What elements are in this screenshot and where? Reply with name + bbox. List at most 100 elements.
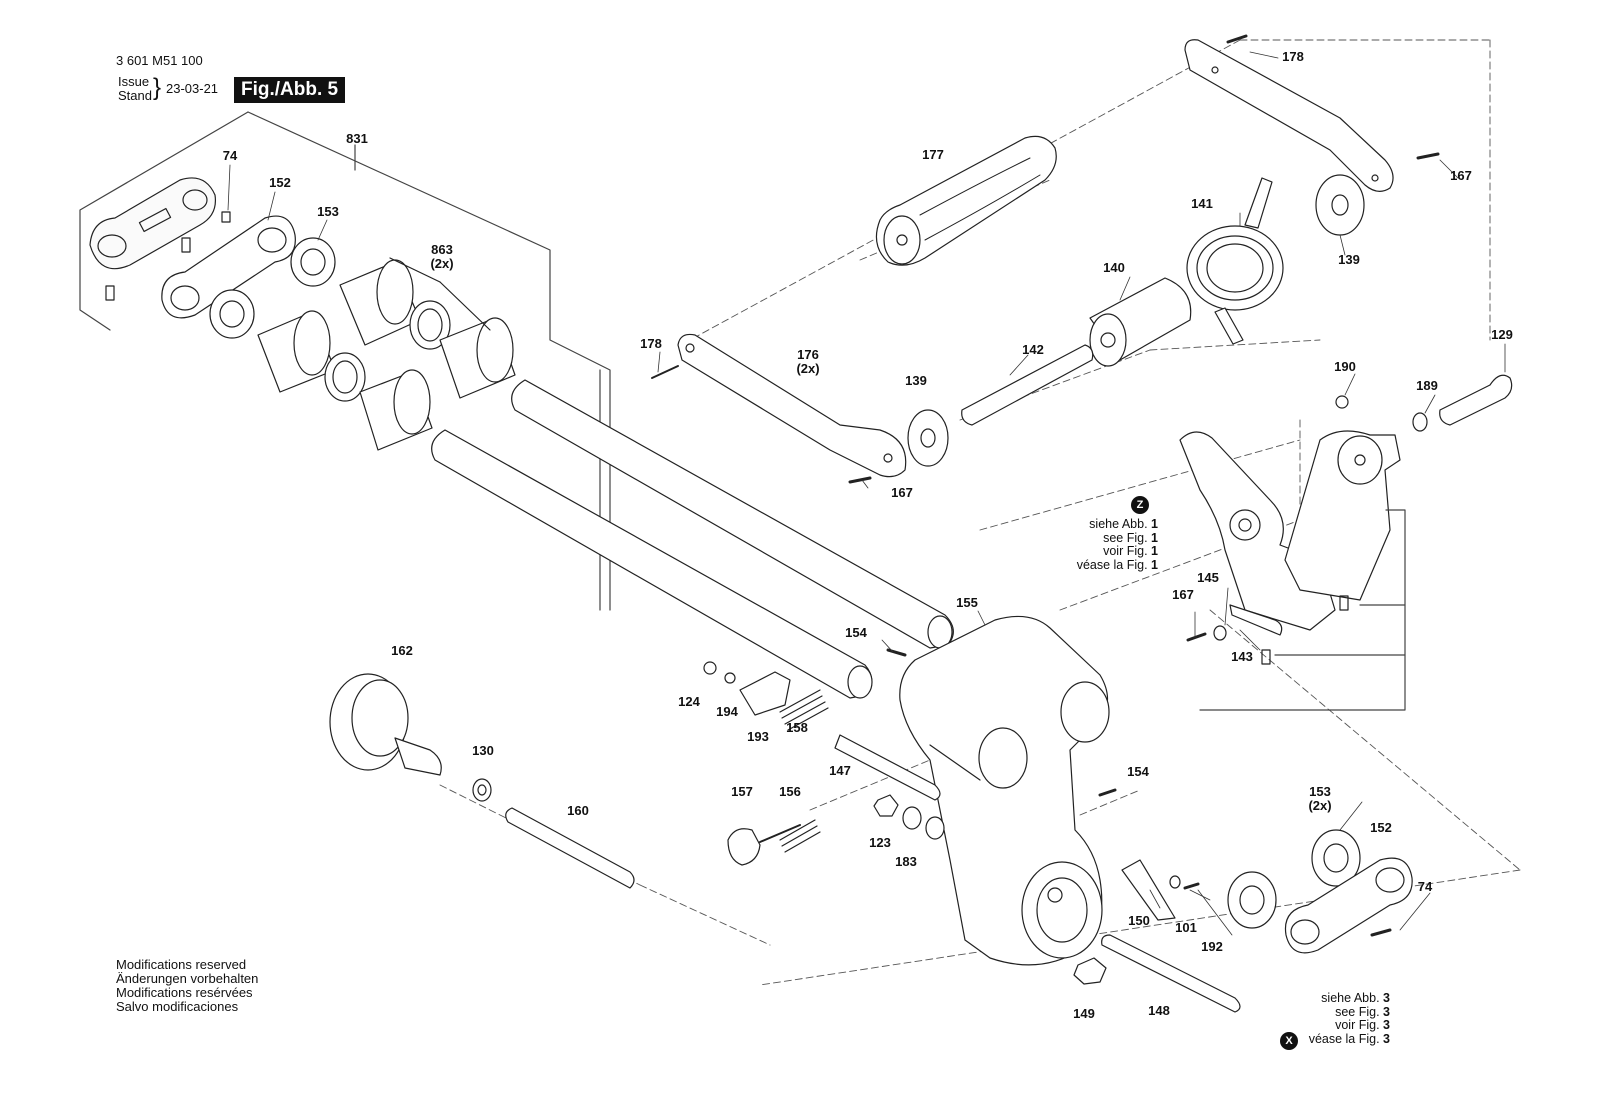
part-label-157: 157 — [731, 784, 753, 799]
part-label-156: 156 — [779, 784, 801, 799]
part-label-194: 194 — [716, 704, 738, 719]
washer-130 — [472, 778, 492, 802]
housing-155 — [899, 615, 1110, 966]
part-label-152: 152 — [269, 175, 291, 190]
ref-x-line-4: véase la Fig. 3 — [1308, 1031, 1390, 1046]
ref-z-line-2: see Fig. 1 — [1103, 530, 1158, 545]
washer-153a — [290, 237, 336, 287]
part-label-101: 101 — [1175, 920, 1197, 935]
part-label-139: 139 — [905, 373, 927, 388]
nut-124 — [703, 661, 717, 675]
washer-101 — [1169, 875, 1181, 889]
washer-139a — [907, 409, 949, 467]
knob-157 — [727, 828, 761, 866]
washer-139b — [1315, 174, 1365, 236]
part-labels: 83174152153863(2x)178176(2x)139167177178… — [223, 49, 1513, 1021]
washer-183b — [925, 816, 945, 840]
shaft-147 — [834, 734, 941, 801]
plate-178 — [1184, 39, 1394, 192]
ref-x-line-2: see Fig. 3 — [1335, 1004, 1390, 1019]
leader-lines — [227, 51, 1506, 936]
part-label-130: 130 — [472, 743, 494, 758]
part-label-863: 863 — [431, 242, 453, 257]
part-label-193: 193 — [747, 729, 769, 744]
part-number: 3 601 M51 100 — [116, 53, 203, 68]
screw-74b — [1370, 928, 1392, 937]
sleeve-193 — [739, 671, 791, 716]
part-label-153: 153 — [1309, 784, 1331, 799]
ref-z-line-3: voir Fig. 1 — [1103, 544, 1158, 558]
part-label-143: 143 — [1231, 649, 1253, 664]
part-label-189: 189 — [1416, 378, 1438, 393]
part-label-74: 74 — [1418, 879, 1433, 894]
rollers-863-lower — [257, 310, 433, 451]
note-es: Salvo modificaciones — [116, 999, 239, 1014]
washer-153c — [1311, 829, 1361, 887]
part-label-140: 140 — [1103, 260, 1125, 275]
brace: } — [153, 74, 162, 101]
part-label-154: 154 — [845, 625, 867, 640]
part-label-124: 124 — [678, 694, 700, 709]
part-label-139: 139 — [1338, 252, 1360, 267]
part-label-145: 145 — [1197, 570, 1219, 585]
part-label-153: 153 — [317, 204, 339, 219]
part-label-178: 178 — [640, 336, 662, 351]
rollers-863-upper — [339, 259, 516, 399]
modifications-notes: Modifications reserved Änderungen vorbeh… — [116, 958, 258, 1014]
clip-143 — [1229, 604, 1283, 636]
part-label-74: 74 — [223, 148, 238, 163]
guide-rods — [431, 379, 954, 699]
nut-123 — [873, 794, 899, 817]
part-152-plate — [161, 215, 296, 319]
part-qty-176: (2x) — [796, 361, 819, 376]
part-74-bracket — [89, 177, 231, 301]
note-de: Änderungen vorbehalten — [116, 971, 259, 986]
part-label-160: 160 — [567, 803, 589, 818]
part-label-141: 141 — [1191, 196, 1213, 211]
handle-177 — [875, 135, 1057, 266]
part-label-147: 147 — [829, 763, 851, 778]
part-label-167: 167 — [1450, 168, 1472, 183]
part-label-150: 150 — [1128, 913, 1150, 928]
spring-141 — [1186, 177, 1284, 345]
knob-162 — [329, 673, 442, 776]
part-qty-153: (2x) — [1308, 798, 1331, 813]
rod-148 — [1101, 934, 1241, 1013]
bracket-831 — [79, 111, 249, 331]
part-label-167: 167 — [1172, 587, 1194, 602]
ref-z-line-1: siehe Abb. 1 — [1089, 517, 1158, 531]
part-label-152: 152 — [1370, 820, 1392, 835]
callout-x-marker: X — [1280, 1032, 1298, 1050]
part-label-192: 192 — [1201, 939, 1223, 954]
part-label-123: 123 — [869, 835, 891, 850]
figure-label: Fig./Abb. 5 — [234, 77, 346, 103]
spring-158 — [779, 689, 829, 731]
part-label-158: 158 — [786, 720, 808, 735]
part-label-177: 177 — [922, 147, 944, 162]
note-fr: Modifications resérvées — [116, 985, 253, 1000]
callout-z-marker: Z — [1131, 496, 1149, 514]
washer-153d — [1227, 871, 1277, 929]
pin-129 — [1439, 374, 1513, 426]
part-label-148: 148 — [1148, 1003, 1170, 1018]
reference-x: siehe Abb. 3 see Fig. 3 voir Fig. 3 véas… — [1285, 991, 1390, 1046]
part-label-167: 167 — [891, 485, 913, 500]
issue-label-de: Stand — [118, 88, 152, 103]
pin-142 — [961, 344, 1094, 426]
part-label-162: 162 — [391, 643, 413, 658]
pivot-bracket — [1179, 430, 1401, 665]
part-label-183: 183 — [895, 854, 917, 869]
part-label-178: 178 — [1282, 49, 1304, 64]
spring-156 — [779, 819, 821, 853]
screw-192 — [1183, 882, 1200, 890]
washer-145 — [1213, 625, 1227, 641]
latch-150 — [1121, 859, 1176, 921]
sleeve-140 — [1089, 277, 1192, 367]
issue-date: 23-03-21 — [166, 81, 219, 96]
reference-z: siehe Abb. 1 see Fig. 1 voir Fig. 1 véas… — [1040, 517, 1158, 572]
ref-x-line-1: siehe Abb. 3 — [1321, 991, 1390, 1005]
screw-154b — [1098, 788, 1117, 797]
part-label-149: 149 — [1073, 1006, 1095, 1021]
washer-183a — [902, 806, 922, 830]
